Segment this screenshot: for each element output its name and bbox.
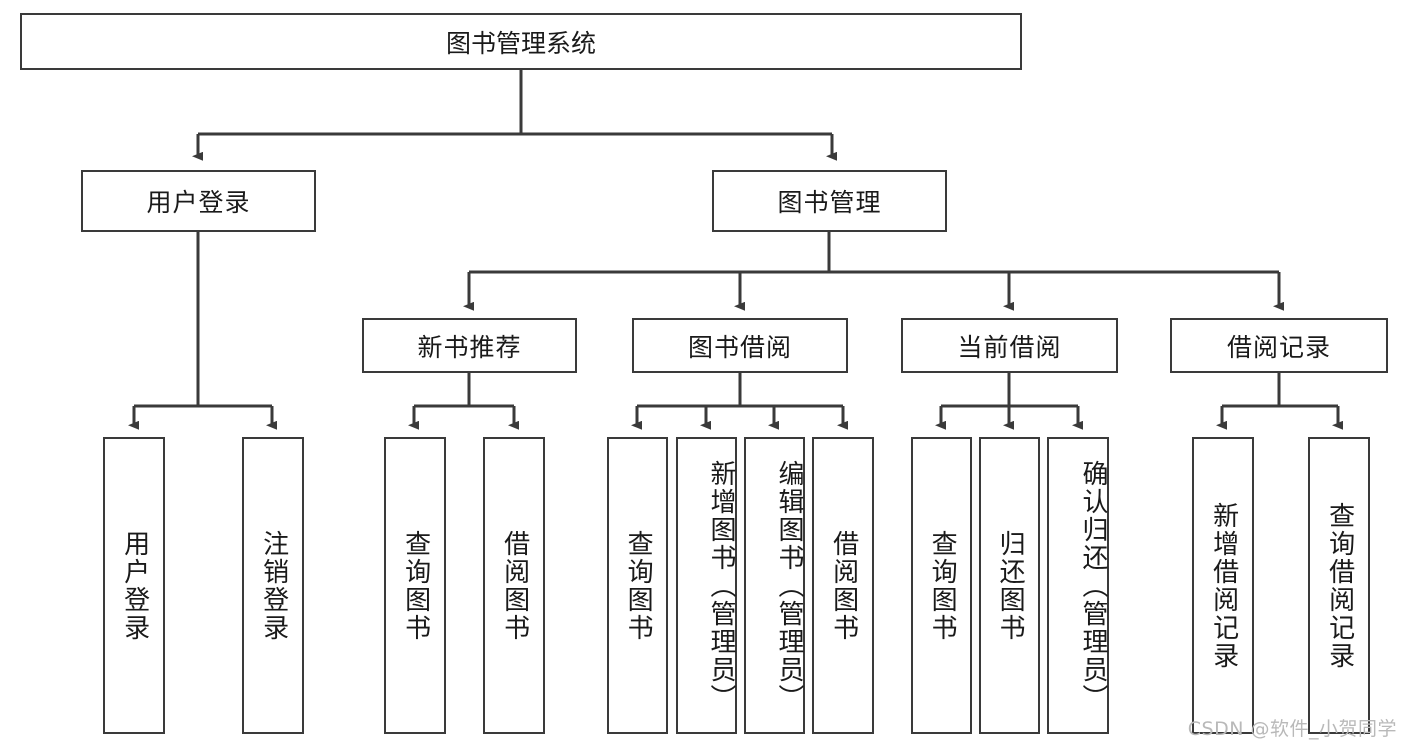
node-current-borrow[interactable]: 当前借阅 [901, 318, 1118, 373]
leaf-user-login-signout-label: 注销登录 [258, 529, 289, 642]
node-root-book-management-system[interactable]: 图书管理系统 [20, 13, 1022, 70]
node-new-book-recommend-label: 新书推荐 [417, 332, 522, 362]
leaf-borrow-borrow-book-label: 借阅图书 [828, 529, 859, 642]
leaf-current-return-book[interactable]: 归还图书 [979, 437, 1040, 734]
leaf-record-add-record-label: 新增借阅记录 [1208, 501, 1239, 670]
leaf-record-query-record[interactable]: 查询借阅记录 [1308, 437, 1370, 734]
node-book-management[interactable]: 图书管理 [712, 170, 947, 232]
leaf-user-login-signin-label: 用户登录 [119, 529, 150, 642]
watermark: CSDN @软件_小贺同学 [1187, 718, 1397, 740]
leaf-user-login-signout[interactable]: 注销登录 [242, 437, 304, 734]
leaf-recommend-borrow-book-label: 借阅图书 [499, 529, 530, 642]
node-new-book-recommend[interactable]: 新书推荐 [362, 318, 577, 373]
leaf-current-confirm-return-admin[interactable]: 确认归还（管理员） [1047, 437, 1109, 734]
leaf-current-query-book-label: 查询图书 [927, 529, 958, 642]
leaf-recommend-query-book-label: 查询图书 [400, 529, 431, 642]
leaf-current-query-book[interactable]: 查询图书 [911, 437, 972, 734]
node-borrow-record-label: 借阅记录 [1226, 332, 1331, 362]
node-book-borrow[interactable]: 图书借阅 [632, 318, 848, 373]
leaf-record-query-record-label: 查询借阅记录 [1324, 501, 1355, 670]
leaf-borrow-edit-book-admin-label: 编辑图书（管理员） [774, 459, 804, 712]
leaf-user-login-signin[interactable]: 用户登录 [103, 437, 165, 734]
node-current-borrow-label: 当前借阅 [957, 332, 1062, 362]
leaf-borrow-add-book-admin[interactable]: 新增图书（管理员） [676, 437, 737, 734]
leaf-borrow-borrow-book[interactable]: 借阅图书 [812, 437, 874, 734]
leaf-borrow-add-book-admin-label: 新增图书（管理员） [706, 459, 736, 712]
leaf-borrow-query-book-label: 查询图书 [623, 529, 654, 642]
node-borrow-record[interactable]: 借阅记录 [1170, 318, 1388, 373]
node-book-management-label: 图书管理 [777, 188, 882, 217]
leaf-record-add-record[interactable]: 新增借阅记录 [1192, 437, 1254, 734]
leaf-borrow-edit-book-admin[interactable]: 编辑图书（管理员） [744, 437, 805, 734]
leaf-recommend-borrow-book[interactable]: 借阅图书 [483, 437, 545, 734]
leaf-borrow-query-book[interactable]: 查询图书 [607, 437, 668, 734]
leaf-current-confirm-return-admin-label: 确认归还（管理员） [1078, 459, 1108, 712]
leaf-current-return-book-label: 归还图书 [995, 529, 1026, 642]
leaf-recommend-query-book[interactable]: 查询图书 [384, 437, 446, 734]
node-user-login[interactable]: 用户登录 [81, 170, 316, 232]
node-user-login-label: 用户登录 [146, 188, 251, 217]
node-root-label: 图书管理系统 [445, 28, 596, 58]
node-book-borrow-label: 图书借阅 [687, 332, 792, 362]
